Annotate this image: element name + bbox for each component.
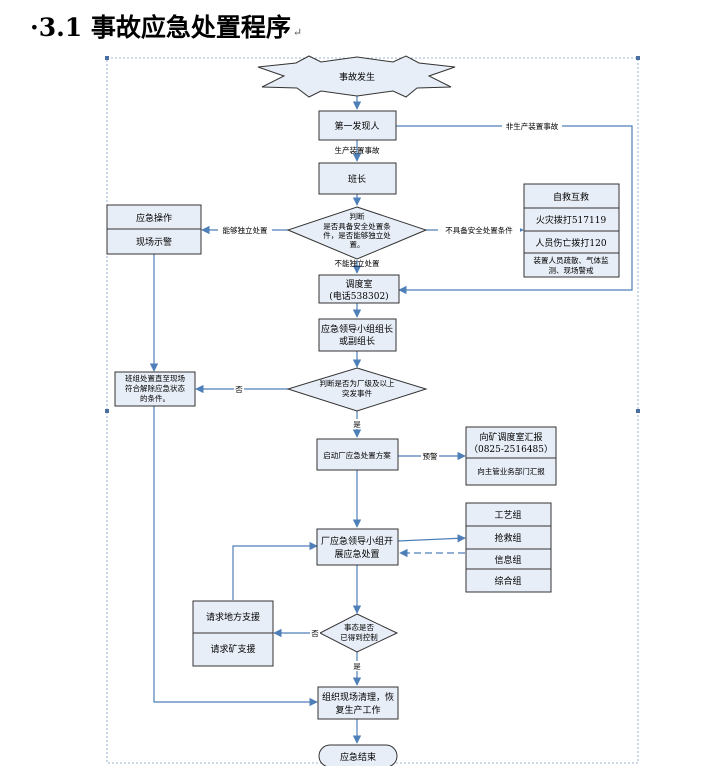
resize-handle-tl[interactable] (105, 56, 109, 60)
node-support-stack: 请求地方支援 请求矿支援 (192, 600, 274, 667)
label-yes-2: 是 (353, 662, 361, 671)
label-production: 生产装置事故 (335, 145, 380, 155)
resize-handle-tr[interactable] (636, 56, 640, 60)
craft-group-label: 工艺组 (494, 509, 521, 521)
leader-group-line1: 应急领导小组组长 (321, 323, 393, 335)
evac-line1: 装置人员疏散、气体监 (534, 255, 609, 265)
node-start-plan: 启动厂应急处置方案 (316, 438, 399, 471)
label-no-2: 否 (311, 629, 319, 638)
node-cleanup: 组织现场清理，恢 复生产工作 (317, 686, 399, 720)
node-end: 应急结束 (318, 744, 398, 766)
local-support-label: 请求地方支援 (206, 611, 260, 623)
general-group-label: 综合组 (494, 575, 521, 587)
first-finder-label: 第一发现人 (334, 120, 379, 132)
paragraph-mark-icon: ↵ (292, 26, 303, 39)
node-groups-stack: 工艺组 抢救组 信息组 综合组 (465, 502, 552, 593)
mine-support-label: 请求矿支援 (210, 643, 255, 655)
judge3-line2: 已得到控制 (340, 632, 378, 642)
dispatch-line1: 调度室 (345, 278, 372, 290)
node-team-dispose: 班组处置直至现场 符合解除应急状态 的条件。 (114, 371, 196, 407)
judge2-line2: 突发事件 (342, 388, 372, 398)
resize-handle-ml[interactable] (105, 409, 109, 413)
injury-call-label: 人员伤亡拨打120 (535, 237, 606, 249)
judge3-line1: 事态是否 (344, 622, 374, 632)
plant-group-line1: 厂应急领导小组开 (321, 535, 393, 547)
judge2-line1: 判断是否为厂级及以上 (320, 378, 395, 388)
resize-handle-mr[interactable] (636, 409, 640, 413)
evac-line2: 测、现场警戒 (549, 265, 594, 275)
report-mine-line2: （0825-2516485） (469, 444, 553, 455)
node-plant-group: 厂应急领导小组开 展应急处置 (316, 528, 399, 566)
plant-group-line2: 展应急处置 (334, 548, 379, 560)
label-cannot-handle: 不能独立处置 (335, 258, 380, 268)
node-report-stack: 向矿调度室汇报 （0825-2516485） 向主管业务部门汇报 (465, 426, 557, 486)
node-emergency-op-stack: 应急操作 现场示警 (106, 204, 202, 255)
rescue-group-label: 抢救组 (494, 532, 521, 544)
node-judge1: 判断 是否具备安全处置条 件，是否能够独立处 置。 (286, 206, 428, 260)
node-dispatch: 调度室 (电话538302) (318, 274, 400, 304)
judge1-line3: 件，是否能够独立处 (323, 230, 391, 240)
node-start: 事故发生 (257, 55, 456, 98)
label-warning: 预警 (423, 451, 438, 461)
label-non-production: 非生产装置事故 (506, 121, 559, 131)
report-mine-line1: 向矿调度室汇报 (479, 431, 542, 443)
edge-labels: 非生产装置事故 生产装置事故 能够独立处置 不具备安全处置条件 不能独立处置 否… (218, 120, 562, 671)
fire-call-label: 火灾拨打517119 (536, 214, 607, 226)
start-label: 事故发生 (339, 71, 375, 83)
cleanup-line2: 复生产工作 (335, 704, 380, 716)
judge1-line4: 置。 (350, 240, 365, 249)
node-judge3: 事态是否 已得到控制 (318, 613, 399, 653)
site-warning-label: 现场示警 (136, 236, 172, 248)
end-label: 应急结束 (340, 751, 376, 763)
label-can-handle: 能够独立处置 (223, 225, 268, 235)
node-leader-group: 应急领导小组组长 或副组长 (318, 318, 397, 352)
team-dispose-line2: 符合解除应急状态 (125, 383, 185, 393)
judge1-line2: 是否具备安全处置条 (323, 221, 391, 231)
report-dept-label: 向主管业务部门汇报 (477, 466, 545, 476)
heading-text: ·3.1 事故应急处置程序 (30, 13, 291, 42)
team-dispose-line1: 班组处置直至现场 (125, 373, 185, 383)
judge1-line1: 判断 (350, 211, 365, 221)
node-self-rescue-stack: 自救互救 火灾拨打517119 人员伤亡拨打120 装置人员疏散、气体监 测、现… (523, 183, 620, 278)
leader-group-line2: 或副组长 (339, 335, 375, 347)
node-team-leader: 班长 (318, 162, 397, 195)
dispatch-line2: (电话538302) (329, 290, 388, 302)
node-first-finder: 第一发现人 (318, 110, 397, 141)
team-dispose-line3: 的条件。 (140, 393, 170, 403)
self-rescue-label: 自救互救 (553, 191, 589, 203)
label-no-safety: 不具备安全处置条件 (445, 225, 513, 235)
label-no-1: 否 (235, 385, 243, 394)
label-yes-1: 是 (353, 420, 361, 429)
emergency-op-label: 应急操作 (136, 212, 172, 224)
node-judge2: 判断是否为厂级及以上 突发事件 (286, 367, 428, 412)
team-leader-label: 班长 (348, 173, 366, 185)
start-plan-label: 启动厂应急处置方案 (323, 450, 391, 460)
page-heading: ·3.1 事故应急处置程序↵ (30, 8, 302, 44)
info-group-label: 信息组 (494, 554, 521, 566)
cleanup-line1: 组织现场清理，恢 (322, 691, 394, 703)
